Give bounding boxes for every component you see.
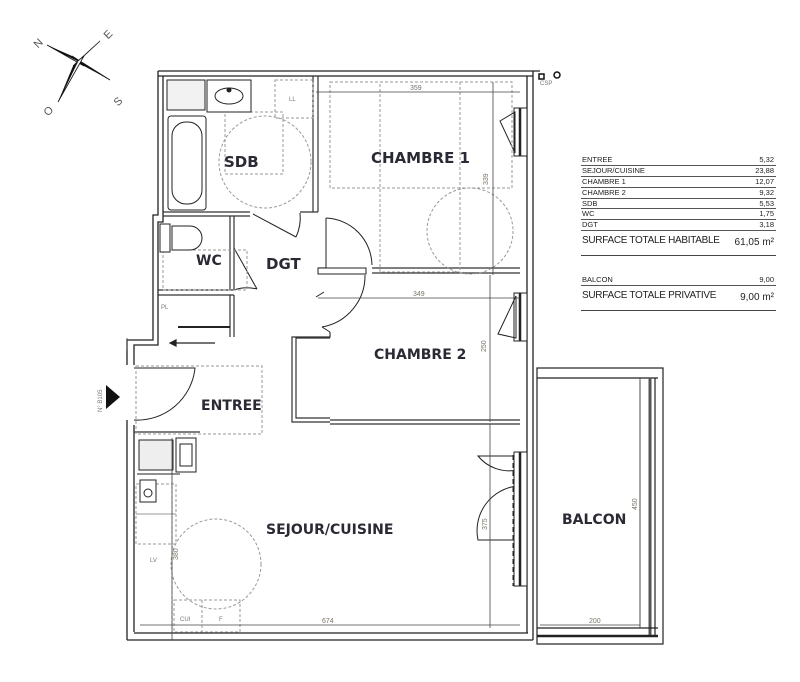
total-habitable-label: SURFACE TOTALE HABITABLE (582, 235, 720, 247)
doors (133, 212, 518, 541)
area-value: 9,00 (759, 275, 774, 285)
area-name: SDB (582, 198, 598, 208)
compass-west: O (42, 104, 57, 119)
area-value: 9,32 (759, 187, 774, 197)
balcony-structure (536, 367, 664, 645)
area-value: 12,07 (755, 176, 774, 186)
area-name: CHAMBRE 2 (582, 187, 626, 197)
sanitary-fixtures (137, 79, 252, 503)
compass-east: E (102, 28, 116, 42)
label-lv: LV (150, 558, 157, 564)
area-row-chambre2: CHAMBRE 2 9,32 (581, 188, 776, 199)
label-f: F (219, 617, 223, 623)
dim-sejour-width: 674 (322, 618, 334, 625)
area-row-balcon: BALCON 9,00 (581, 275, 776, 287)
dim-chambre2-width: 349 (413, 291, 425, 298)
compass-north: N (32, 37, 46, 51)
area-row-wc: WC 1,75 (581, 209, 776, 221)
dim-balcon-depth: 450 (632, 498, 639, 510)
entrance-arrow-icon: N° B105 (98, 385, 120, 412)
area-name: BALCON (582, 275, 613, 285)
area-name: SEJOUR/CUISINE (582, 165, 645, 175)
area-value: 3,18 (759, 220, 774, 230)
dimension-lines (126, 82, 641, 640)
room-label-sdb: SDB (224, 153, 259, 171)
room-label-chambre2: CHAMBRE 2 (374, 347, 466, 363)
dgt-marker-icon (315, 267, 367, 298)
total-privative-label: SURFACE TOTALE PRIVATIVE (582, 290, 717, 302)
area-value: 5,53 (759, 198, 774, 208)
room-label-chambre1: CHAMBRE 1 (371, 149, 470, 167)
total-privative-row: SURFACE TOTALE PRIVATIVE 9,00 m² (581, 286, 776, 312)
dim-chambre2-depth: 250 (481, 340, 488, 352)
total-privative-value: 9,00 m² (740, 292, 774, 304)
total-habitable-value: 61,05 m² (734, 237, 774, 249)
area-row-sejour: SEJOUR/CUISINE 23,88 (581, 166, 776, 177)
area-name: DGT (582, 220, 598, 230)
area-row-dgt: DGT 3,18 (581, 220, 776, 232)
area-value: 23,88 (755, 165, 774, 175)
room-label-dgt: DGT (266, 255, 301, 273)
room-labels: SDB CHAMBRE 1 WC DGT CHAMBRE 2 ENTREE SE… (196, 149, 626, 538)
label-pl: PL (161, 305, 169, 311)
area-row-sdb: SDB 5,53 (581, 199, 776, 210)
surface-area-table: ENTREE 5,32 SEJOUR/CUISINE 23,88 CHAMBRE… (581, 155, 776, 312)
compass-south: S (112, 95, 126, 109)
fixture-labels: LL PL CUI F LV CSP (150, 81, 552, 623)
dim-balcon-width: 200 (589, 618, 601, 625)
label-csp: CSP (540, 81, 552, 87)
area-name: CHAMBRE 1 (582, 176, 626, 186)
total-habitable-row: SURFACE TOTALE HABITABLE 61,05 m² (581, 231, 776, 257)
utility-box-icon (538, 71, 561, 80)
dim-chambre1-width: 359 (410, 85, 422, 92)
compass-rose-icon: N E S O (32, 28, 126, 119)
sliding-door-icon (168, 326, 230, 347)
label-cui: CUI (180, 617, 191, 623)
area-row-entree: ENTREE 5,32 (581, 155, 776, 166)
room-label-balcon: BALCON (562, 512, 626, 528)
windows (497, 107, 528, 587)
room-label-sejour: SEJOUR/CUISINE (266, 522, 393, 538)
exterior-walls (126, 70, 540, 641)
dim-sejour-door: 375 (482, 518, 489, 530)
area-row-chambre1: CHAMBRE 1 12,07 (581, 177, 776, 188)
dimension-labels: 359 339 349 250 674 375 380 200 450 (173, 85, 639, 625)
dim-chambre1-depth: 339 (483, 173, 490, 185)
entrance-label: N° B105 (98, 389, 104, 412)
area-name: ENTREE (582, 155, 613, 164)
area-value: 1,75 (759, 209, 774, 219)
room-label-wc: WC (196, 253, 222, 269)
area-name: WC (582, 209, 595, 219)
dim-sejour-depth: 380 (173, 548, 180, 560)
area-value: 5,32 (759, 155, 774, 164)
room-label-entree: ENTREE (201, 398, 262, 414)
label-ll: LL (289, 97, 296, 103)
